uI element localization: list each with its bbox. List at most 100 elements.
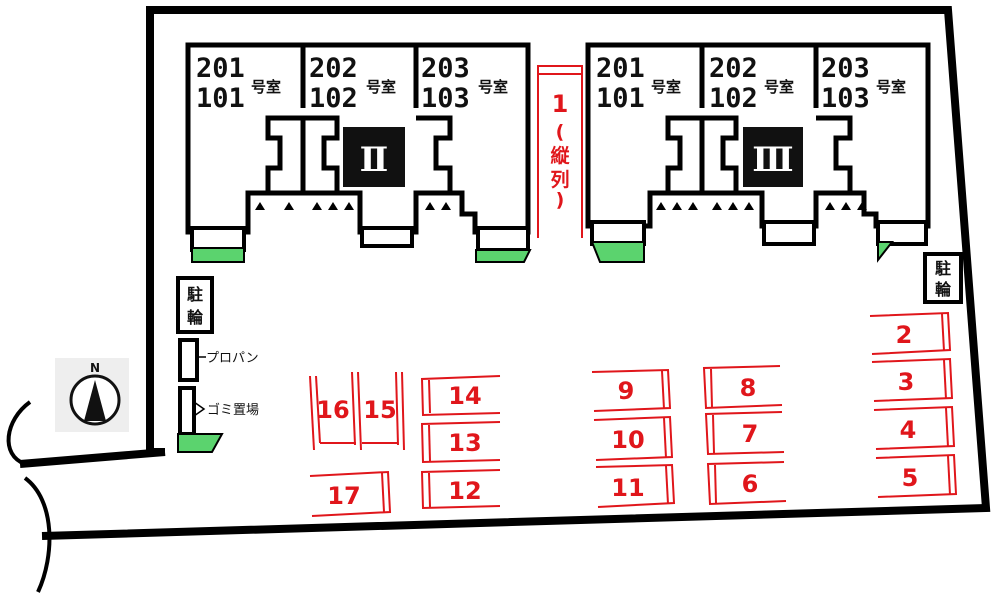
unit-suffix: 号室	[651, 78, 681, 96]
parking-spot-6: 6	[706, 461, 787, 506]
door-marker	[825, 202, 835, 210]
parking-spot-15: 15	[357, 371, 405, 451]
porch	[876, 220, 928, 246]
spot-line	[873, 405, 956, 450]
spot-line	[315, 375, 321, 444]
parking-spot-12: 12	[420, 469, 501, 510]
spot-line	[593, 415, 674, 461]
spot-7-number: 7	[742, 420, 759, 448]
spot-9-number: 9	[618, 377, 635, 405]
compass-north: N	[90, 361, 100, 375]
north-arrow-icon	[84, 380, 106, 421]
spot-line	[869, 311, 952, 355]
spot-1-note: 縦	[550, 144, 570, 167]
garbage-label: ゴミ置場	[207, 402, 259, 418]
unit-suffix: 号室	[366, 78, 396, 96]
spot-line	[661, 370, 665, 410]
spot-1-note: )	[556, 189, 565, 211]
parking-spot-16: 16	[309, 371, 356, 451]
porch	[190, 226, 246, 252]
green-pad	[177, 433, 224, 453]
spot-1-number: 1	[552, 90, 569, 118]
entrance-curve-lower	[23, 476, 52, 593]
spot-line	[309, 375, 315, 451]
unit-suffix: 号室	[251, 78, 281, 96]
spot-1-lines	[537, 65, 583, 238]
parking-spot-5: 5	[875, 453, 958, 498]
spot-14-number: 14	[448, 382, 481, 410]
spot-line	[663, 417, 667, 459]
spot-line	[941, 313, 945, 352]
entrance-curve-upper	[6, 400, 32, 466]
propane-storage: プロパン	[178, 338, 259, 382]
green-pad	[475, 249, 532, 263]
unit-lower-number: 103	[821, 83, 870, 114]
door-marker	[344, 202, 354, 210]
spot-line	[420, 375, 501, 417]
bike-parking-char: 駐	[935, 259, 951, 278]
parking-spot-1: 1 ( 縦 列 )	[537, 65, 583, 238]
spot-line	[945, 407, 949, 448]
spot-line	[665, 465, 669, 505]
spot-line	[401, 371, 405, 451]
spot-line	[428, 472, 431, 508]
door-marker	[672, 202, 682, 210]
unit-lower-number: 101	[196, 83, 245, 114]
stair-left-d	[416, 115, 453, 192]
garbage-area: ゴミ置場	[177, 386, 259, 453]
door-marker	[712, 202, 722, 210]
spot-line	[595, 463, 676, 508]
spot-11-number: 11	[611, 474, 644, 502]
building-3: Ⅲ 201 101 号室 202 102 号室 203 103 号室	[585, 42, 931, 263]
porch	[762, 220, 816, 246]
stair-left-b	[303, 115, 340, 192]
building-3-label: Ⅲ	[752, 140, 793, 180]
bike-parking-left: 駐 輪	[176, 276, 214, 334]
building-3-label-box	[743, 127, 803, 187]
propane-box	[178, 338, 199, 382]
unit-upper-number: 201	[196, 53, 245, 84]
green-pad	[191, 247, 245, 263]
compass: N	[55, 358, 129, 432]
spot-1-note: (	[556, 121, 565, 143]
spot-13-number: 13	[448, 429, 481, 457]
spot-3-number: 3	[898, 368, 915, 396]
bike-parking-char: 駐	[187, 285, 203, 304]
parking-spot-8: 8	[702, 365, 783, 410]
door-marker	[688, 202, 698, 210]
parking-spot-13: 13	[420, 421, 501, 464]
door-marker	[255, 202, 265, 210]
unit-lower-number: 102	[709, 83, 758, 114]
boundary-southwest-edge	[19, 448, 166, 468]
spot-line	[712, 414, 715, 454]
spot-15-number: 15	[363, 396, 396, 424]
spot-line	[714, 464, 717, 504]
spot-line	[428, 424, 431, 462]
door-marker	[425, 202, 435, 210]
spot-line	[947, 455, 951, 496]
parking-spot-14: 14	[420, 375, 501, 417]
unit-upper-number: 202	[309, 53, 358, 84]
bike-parking-right: 駐 輪	[923, 252, 963, 304]
spot-5-number: 5	[902, 464, 919, 492]
spot-8-number: 8	[740, 374, 757, 402]
spot-line	[428, 379, 431, 414]
spot-4-number: 4	[900, 416, 917, 444]
spot-line	[710, 368, 713, 408]
parking-spot-2: 2	[869, 311, 952, 355]
door-marker	[744, 202, 754, 210]
door-marker	[312, 202, 322, 210]
bike-parking-box	[176, 276, 214, 334]
spot-line	[309, 470, 392, 517]
garbage-box	[178, 386, 196, 436]
spot-16-number: 16	[316, 396, 349, 424]
door-marker	[857, 202, 867, 210]
parking-spot-17: 17	[309, 470, 392, 517]
spot-1-note: 列	[550, 169, 569, 191]
unit-suffix: 号室	[876, 78, 906, 96]
spot-12-number: 12	[448, 477, 481, 505]
stair-left-a	[265, 115, 303, 192]
spot-line	[702, 365, 783, 410]
unit-upper-number: 203	[821, 53, 870, 84]
